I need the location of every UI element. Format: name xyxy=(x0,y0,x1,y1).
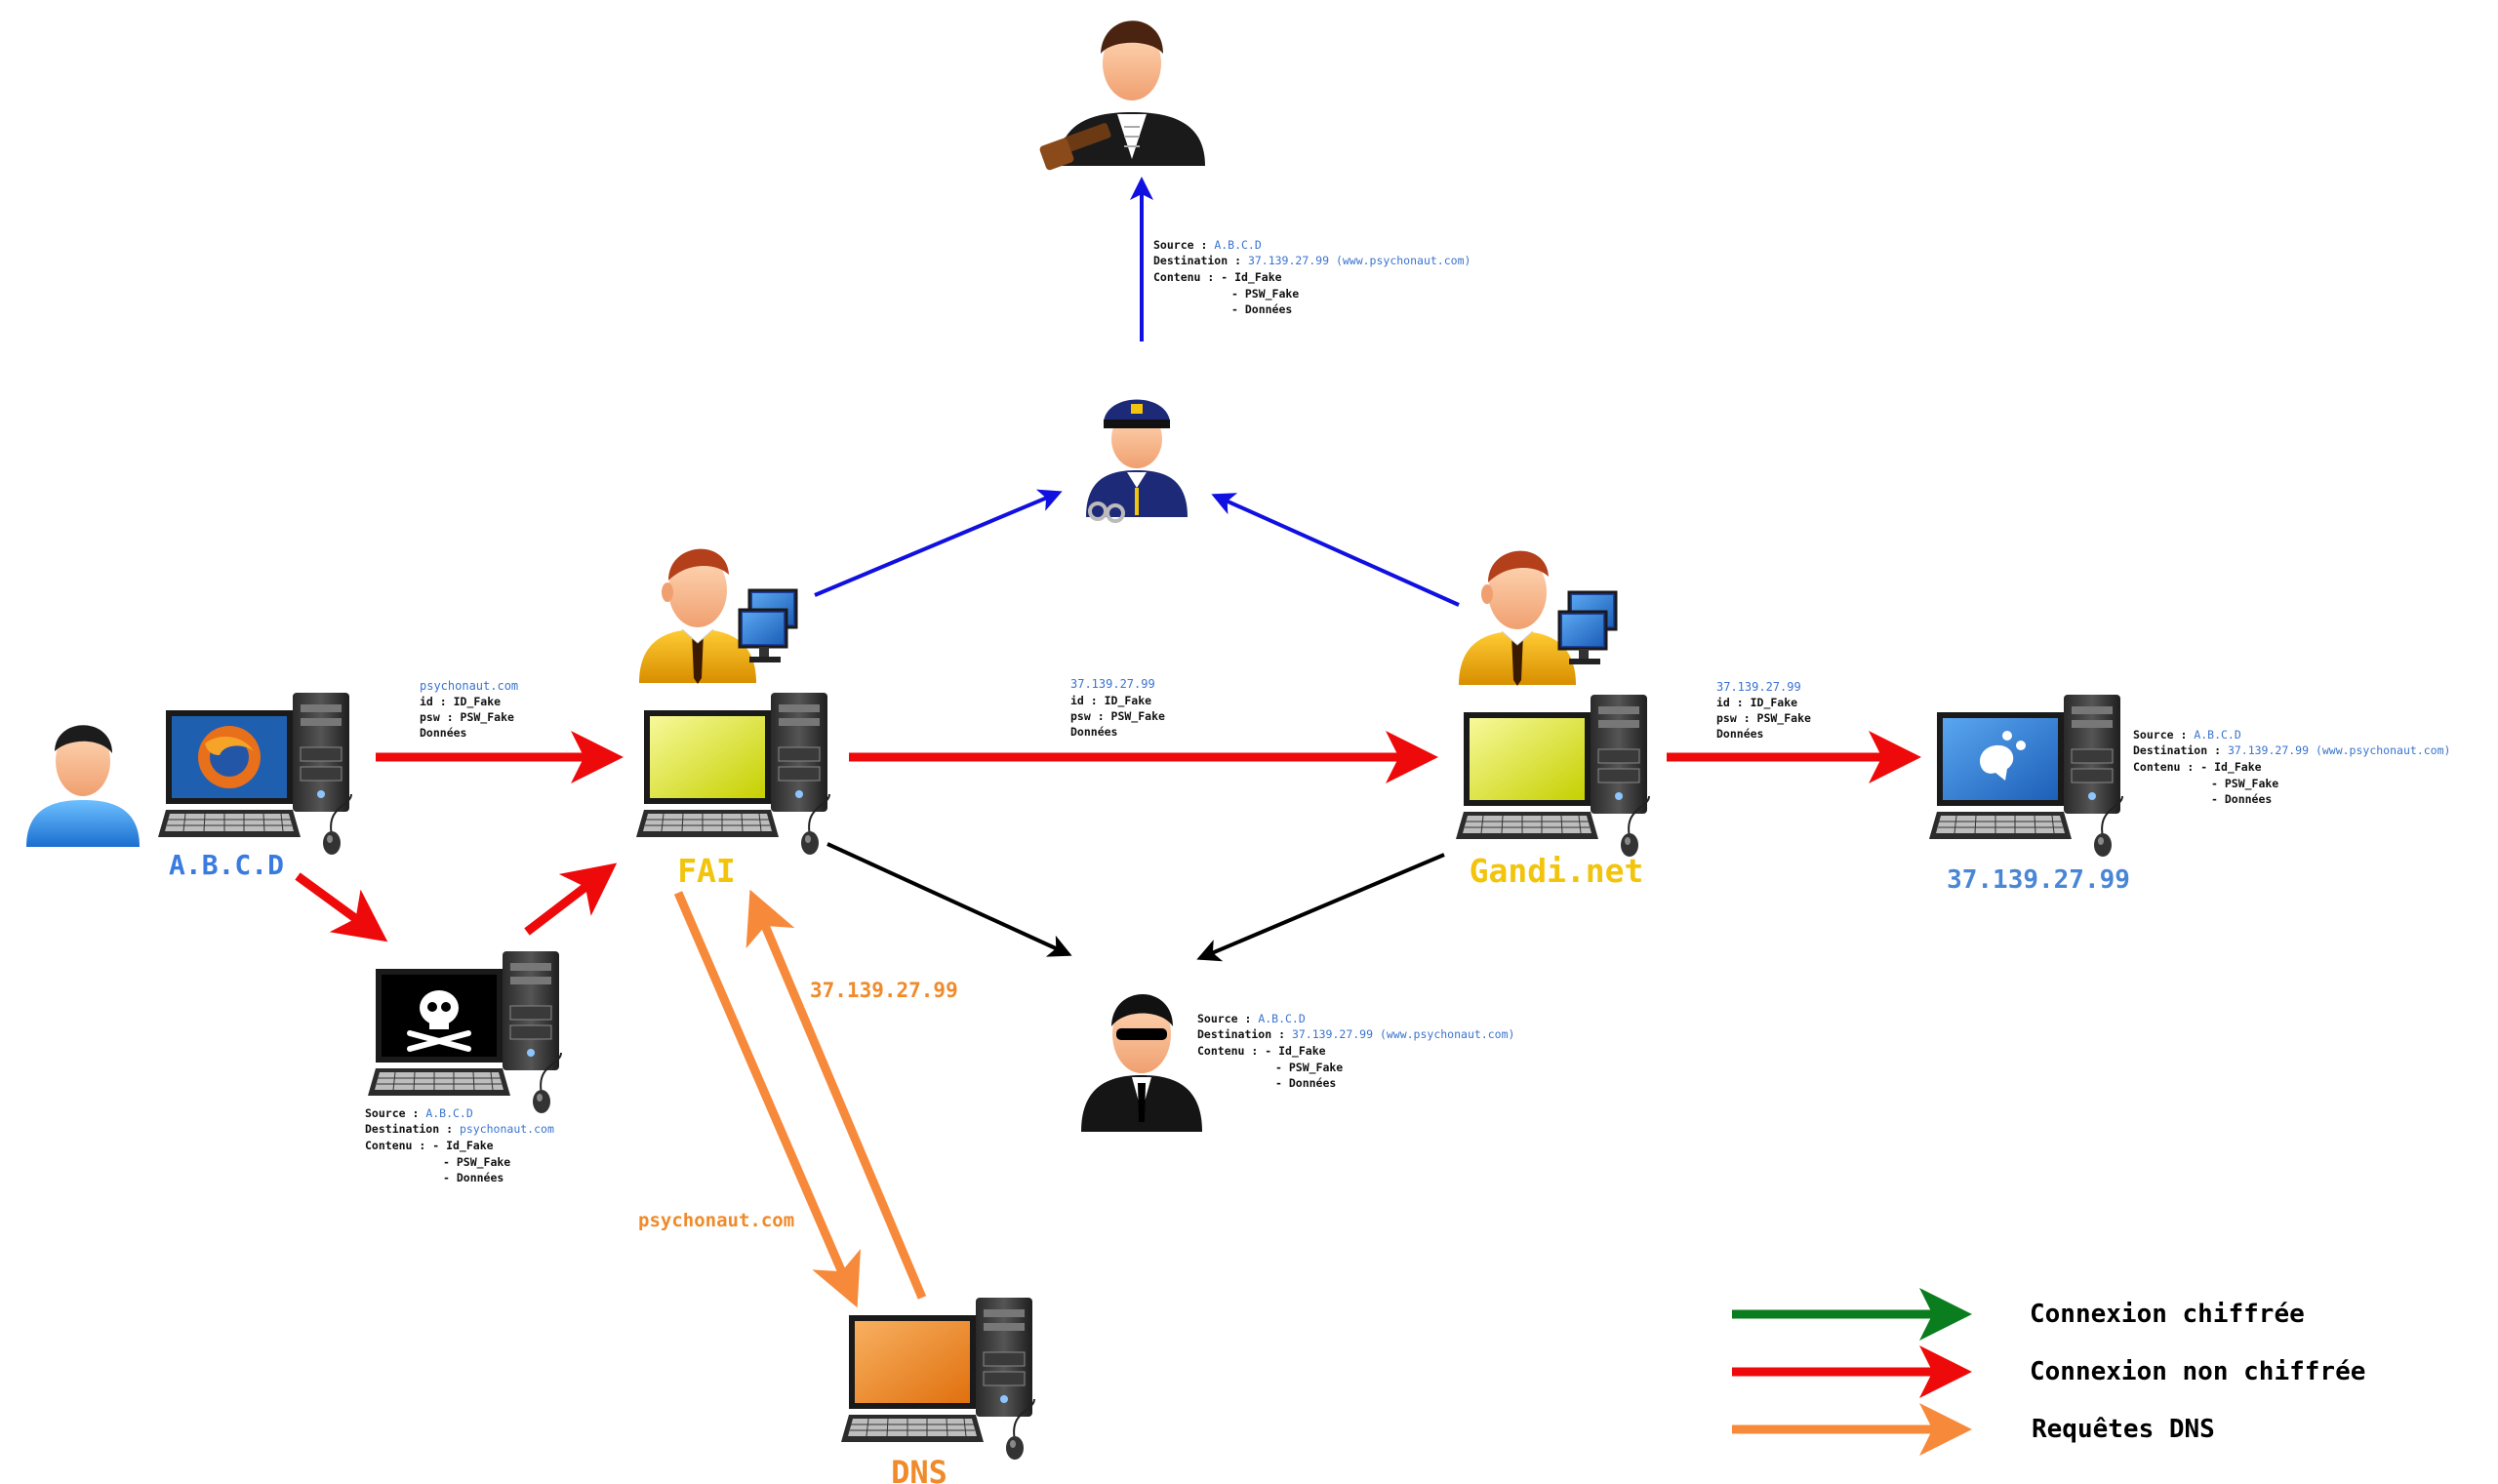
intercept-note-hacker: Source : A.B.C.D Destination : psychonau… xyxy=(365,1106,554,1184)
skull-icon xyxy=(407,990,471,1052)
svg-text:- Données: - Données xyxy=(1231,302,1292,316)
intercept-note-server: Source : A.B.C.D Destination : 37.139.27… xyxy=(2133,728,2450,806)
packet-data: Données xyxy=(1716,727,1763,741)
legend: Connexion chiffrée Connexion non chiffré… xyxy=(1732,1288,2365,1456)
arrow-fai-to-spy xyxy=(826,842,1072,957)
arrow-fai-to-police xyxy=(814,489,1063,597)
gandi-computer xyxy=(1455,694,1650,858)
svg-text:Destination : 37.139.27.99 (ww: Destination : 37.139.27.99 (www.psychona… xyxy=(1153,254,1471,267)
svg-text:Contenu : - Id_Fake: Contenu : - Id_Fake xyxy=(2133,760,2262,775)
svg-text:Destination : psychonaut.com: Destination : psychonaut.com xyxy=(365,1122,554,1136)
hacker-computer xyxy=(367,950,562,1114)
svg-text:- PSW_Fake: - PSW_Fake xyxy=(443,1155,510,1170)
police-officer-icon xyxy=(1086,399,1188,523)
packet-id: id : ID_Fake xyxy=(1070,694,1151,708)
svg-text:Contenu : - Id_Fake: Contenu : - Id_Fake xyxy=(1197,1044,1326,1059)
arrow-hacker-to-fai xyxy=(524,862,618,936)
svg-text:Contenu : - Id_Fake: Contenu : - Id_Fake xyxy=(1153,270,1282,285)
packet-destination: 37.139.27.99 xyxy=(1716,680,1801,694)
arrow-gandi-to-spy xyxy=(1196,853,1445,962)
svg-text:Contenu : - Id_Fake: Contenu : - Id_Fake xyxy=(365,1139,494,1153)
svg-text:- PSW_Fake: - PSW_Fake xyxy=(1275,1061,1343,1075)
fai-computer xyxy=(635,692,830,856)
dns-request-label: psychonaut.com xyxy=(638,1210,794,1231)
arrow-dns-response xyxy=(745,889,927,1300)
svg-text:- Données: - Données xyxy=(1275,1076,1336,1090)
intercept-note-judge: Source : A.B.C.D Destination : 37.139.27… xyxy=(1153,238,1471,316)
svg-text:Source : A.B.C.D: Source : A.B.C.D xyxy=(2133,728,2241,742)
gandi-label: Gandi.net xyxy=(1470,852,1644,890)
packet-id: id : ID_Fake xyxy=(420,695,501,709)
packet-destination: psychonaut.com xyxy=(420,679,518,693)
server-computer xyxy=(1928,694,2123,858)
intercept-note-spy: Source : A.B.C.D Destination : 37.139.27… xyxy=(1197,1012,1514,1090)
user-address-label: A.B.C.D xyxy=(169,849,284,881)
server-ip-label: 37.139.27.99 xyxy=(1947,865,2130,895)
dns-response-label: 37.139.27.99 xyxy=(810,979,958,1002)
arrow-dns-request xyxy=(673,891,861,1308)
svg-text:Source : A.B.C.D: Source : A.B.C.D xyxy=(1197,1012,1306,1025)
psychonaut-logo-icon xyxy=(1980,744,2014,781)
user-computer xyxy=(157,692,352,856)
packet-destination: 37.139.27.99 xyxy=(1070,677,1155,691)
svg-text:- Données: - Données xyxy=(2211,792,2272,806)
dns-label: DNS xyxy=(891,1454,947,1484)
spy-icon xyxy=(1081,994,1202,1132)
svg-text:Source : A.B.C.D: Source : A.B.C.D xyxy=(365,1106,473,1120)
svg-text:Destination : 37.139.27.99 (ww: Destination : 37.139.27.99 (www.psychona… xyxy=(1197,1027,1514,1041)
svg-text:Destination : 37.139.27.99 (ww: Destination : 37.139.27.99 (www.psychona… xyxy=(2133,743,2450,757)
legend-label-unencrypted: Connexion non chiffrée xyxy=(2030,1357,2365,1386)
arrow-user-to-hacker xyxy=(295,872,388,943)
svg-text:- PSW_Fake: - PSW_Fake xyxy=(1231,287,1299,301)
dns-computer xyxy=(840,1297,1035,1461)
arrow-gandi-to-police xyxy=(1211,493,1460,607)
user-avatar xyxy=(26,725,140,847)
packet-data: Données xyxy=(1070,725,1117,739)
packet-data: Données xyxy=(420,726,466,740)
fai-label: FAI xyxy=(677,852,736,890)
packet-psw: psw : PSW_Fake xyxy=(1070,709,1165,724)
svg-text:- Données: - Données xyxy=(443,1171,504,1184)
packet-psw: psw : PSW_Fake xyxy=(1716,711,1811,726)
packet-note-gandi-to-server: 37.139.27.99 id : ID_Fake psw : PSW_Fake… xyxy=(1716,680,1811,741)
svg-text:- PSW_Fake: - PSW_Fake xyxy=(2211,777,2278,791)
legend-label-dns: Requêtes DNS xyxy=(2032,1415,2215,1444)
packet-note-user-to-fai: psychonaut.com id : ID_Fake psw : PSW_Fa… xyxy=(420,679,518,740)
packet-id: id : ID_Fake xyxy=(1716,696,1797,710)
judge-icon xyxy=(1039,20,1205,171)
svg-text:Source : A.B.C.D: Source : A.B.C.D xyxy=(1153,238,1262,252)
packet-psw: psw : PSW_Fake xyxy=(420,710,514,725)
legend-label-encrypted: Connexion chiffrée xyxy=(2030,1300,2305,1329)
packet-note-fai-to-gandi: 37.139.27.99 id : ID_Fake psw : PSW_Fake… xyxy=(1070,677,1165,739)
